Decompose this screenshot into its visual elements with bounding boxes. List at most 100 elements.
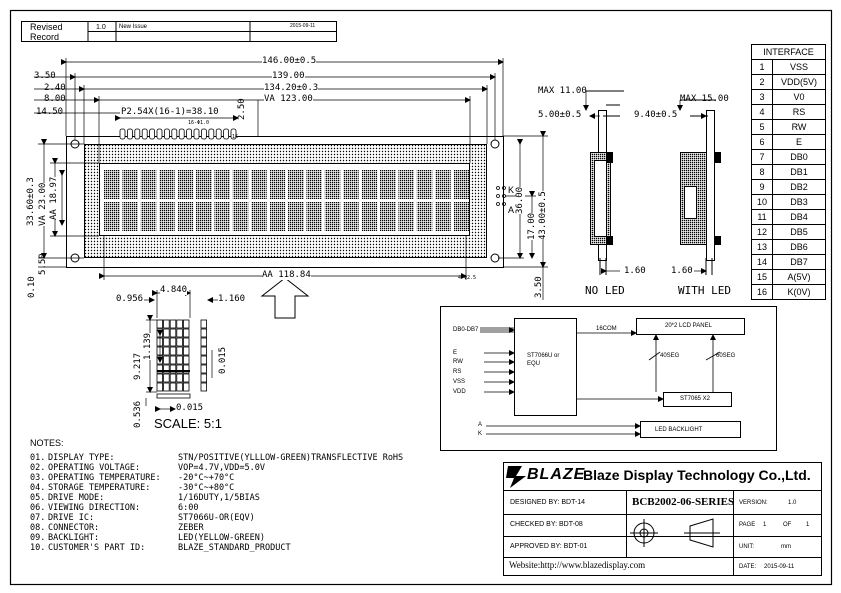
pin-pad <box>156 128 163 140</box>
character-cell <box>380 170 396 199</box>
pin-number: 6 <box>751 134 773 150</box>
character-cell <box>140 202 157 231</box>
pin-number: 5 <box>751 119 773 135</box>
pin-pad <box>215 128 222 140</box>
character-cell <box>343 170 359 199</box>
no-led-max: MAX 11.00 <box>538 86 587 96</box>
character-cell <box>251 170 267 199</box>
of-label: OF <box>783 522 792 528</box>
sheet-border <box>9 9 833 586</box>
character-cell <box>104 202 120 231</box>
dot <box>163 346 170 356</box>
character-cell <box>435 170 451 199</box>
note-number: 07. <box>30 513 46 523</box>
pin-signal: K(0V) <box>772 284 826 300</box>
dot <box>156 373 163 383</box>
with-led-thick: 9.40±0.5 <box>634 110 678 120</box>
website: Website:http://www.blazedisplay.com <box>509 560 646 570</box>
dim-bezel-height: 33.60±0.3 <box>26 177 36 226</box>
bezel-outline <box>84 144 487 258</box>
character-cell <box>214 170 230 199</box>
dot <box>156 319 163 329</box>
dot-height: 1.139 <box>143 332 153 360</box>
pin-pad <box>163 128 170 140</box>
character-cell <box>196 202 212 231</box>
dot <box>182 382 190 392</box>
dim-hole-pitch: 139.00 <box>272 71 305 81</box>
bd-input: VDD <box>453 389 466 395</box>
note-number: 04. <box>30 483 46 493</box>
dim-aa-height: AA 18.97 <box>49 176 59 220</box>
bd-input: RS <box>453 369 462 375</box>
pin-signal: DB4 <box>772 209 826 225</box>
pin-pad <box>171 128 178 140</box>
viewing-area <box>99 163 470 236</box>
dim-left-240: 2.40 <box>44 83 66 93</box>
version-value: 1.0 <box>788 500 797 506</box>
lcd-panel-block <box>636 318 745 335</box>
character-cell <box>159 170 175 199</box>
no-led-label: NO LED <box>585 284 625 297</box>
character-cell <box>269 170 286 199</box>
character-cells <box>104 170 470 231</box>
dot <box>169 337 177 347</box>
note-key: CONNECTOR: <box>48 523 100 533</box>
page-value: 1 <box>763 522 767 528</box>
dot-left-gap: 0.956 <box>116 294 144 304</box>
dot <box>176 355 183 365</box>
bd-a: A <box>478 422 483 428</box>
unit-label: UNIT: <box>739 544 754 550</box>
backlight-pads <box>496 186 506 206</box>
dim-bottom-350: 3.50 <box>534 276 544 298</box>
pin-signal: RW <box>772 119 826 135</box>
character-cell <box>104 170 120 199</box>
dot <box>169 319 177 329</box>
dot <box>182 328 190 338</box>
pin-number: 12 <box>751 224 773 240</box>
pin-number: 16 <box>751 284 773 300</box>
character-cell <box>214 202 230 231</box>
dim-left-1450: 14.50 <box>36 107 64 117</box>
dot <box>182 364 190 374</box>
dim-pin-16: 16 <box>232 134 239 140</box>
block-diagram-wires <box>480 327 721 437</box>
part-number: BCB2002-06-SERIES <box>632 496 735 508</box>
pin-signal: RS <box>772 104 826 120</box>
label-a: A <box>508 205 515 215</box>
pin-number: 2 <box>751 74 773 90</box>
note-key: VIEWING DIRECTION: <box>48 503 141 513</box>
note-key: DRIVE IC: <box>48 513 95 523</box>
revision-block <box>21 21 337 42</box>
pin-number: 9 <box>751 179 773 195</box>
dot-gap-h: 0.015 <box>176 403 204 413</box>
company-logo: BLAZE <box>527 466 586 483</box>
revision-label-line1: Revised <box>30 22 63 32</box>
character-cell <box>398 202 414 231</box>
dot-char-height: 9.217 <box>133 352 143 380</box>
character-cell <box>288 170 304 199</box>
side-view-no-led-dims <box>583 91 620 274</box>
character-cell <box>361 202 378 231</box>
date-value: 2015-09-11 <box>764 564 795 570</box>
note-key: STORAGE TEMPERATURE: <box>48 483 151 493</box>
pin-signal: DB2 <box>772 179 826 195</box>
pin-pad <box>141 128 148 140</box>
pin-signal: E <box>772 134 826 150</box>
dim-aa-width: AA 118.84 <box>262 270 311 280</box>
bd-bus: DB0-DB7 <box>453 327 479 333</box>
interface-title: INTERFACE <box>751 44 826 60</box>
dim-outer-height: 43.00±0.5 <box>538 191 548 240</box>
page-label: PAGE <box>739 522 756 528</box>
pin-signal: DB0 <box>772 149 826 165</box>
dot <box>176 382 183 392</box>
bd-driver: ST7065 X2 <box>680 396 711 402</box>
bezel-dots <box>85 163 99 236</box>
dot <box>163 355 170 365</box>
dot <box>169 355 177 365</box>
character-cell <box>122 202 138 231</box>
